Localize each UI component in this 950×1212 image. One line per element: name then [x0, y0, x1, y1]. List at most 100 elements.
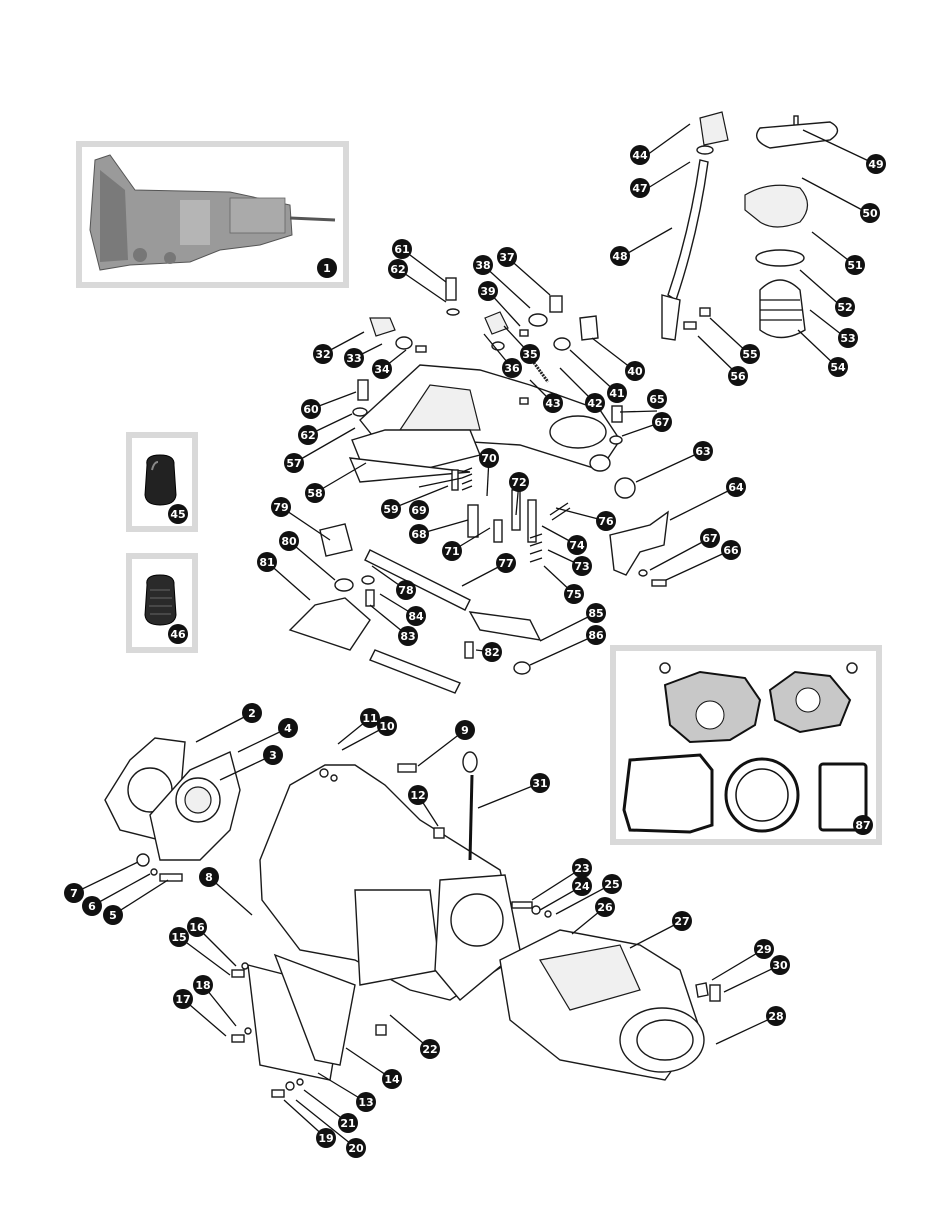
- callout-30: 30: [770, 955, 790, 975]
- svg-text:64: 64: [728, 481, 744, 494]
- svg-text:28: 28: [768, 1010, 783, 1023]
- callout-36: 36: [502, 358, 522, 378]
- svg-text:83: 83: [400, 630, 415, 643]
- callout-81: 81: [257, 552, 277, 572]
- callout-1: 1: [317, 258, 337, 278]
- callout-66: 66: [721, 540, 741, 560]
- svg-text:67: 67: [654, 416, 669, 429]
- svg-text:37: 37: [499, 251, 514, 264]
- svg-text:36: 36: [504, 362, 520, 375]
- svg-text:47: 47: [632, 182, 647, 195]
- svg-text:67: 67: [702, 532, 717, 545]
- callout-69: 69: [409, 500, 429, 520]
- svg-text:81: 81: [259, 556, 274, 569]
- svg-text:40: 40: [627, 365, 643, 378]
- svg-text:86: 86: [588, 629, 604, 642]
- svg-text:52: 52: [837, 301, 852, 314]
- callout-4: 4: [278, 718, 298, 738]
- svg-text:14: 14: [384, 1073, 400, 1086]
- svg-text:18: 18: [195, 979, 210, 992]
- callout-72: 72: [509, 472, 529, 492]
- callout-38: 38: [473, 255, 493, 275]
- svg-text:4: 4: [284, 722, 292, 735]
- svg-text:60: 60: [303, 403, 319, 416]
- svg-text:3: 3: [269, 749, 277, 762]
- svg-text:20: 20: [348, 1142, 364, 1155]
- callout-40: 40: [625, 361, 645, 381]
- callout-74: 74: [567, 535, 587, 555]
- callout-39: 39: [478, 281, 498, 301]
- svg-text:30: 30: [772, 959, 788, 972]
- svg-text:21: 21: [340, 1117, 355, 1130]
- gearbox-assembly-photo: [89, 154, 336, 271]
- svg-text:76: 76: [598, 515, 614, 528]
- callout-24: 24: [572, 876, 592, 896]
- svg-text:63: 63: [695, 445, 710, 458]
- callout-8: 8: [199, 867, 219, 887]
- svg-text:87: 87: [855, 819, 870, 832]
- callout-82: 82: [482, 642, 502, 662]
- svg-text:46: 46: [170, 628, 186, 641]
- callout-47: 47: [630, 178, 650, 198]
- svg-text:2: 2: [248, 707, 256, 720]
- svg-text:10: 10: [379, 720, 395, 733]
- callout-70: 70: [479, 448, 499, 468]
- callout-32: 32: [313, 344, 333, 364]
- svg-text:49: 49: [868, 158, 883, 171]
- svg-text:24: 24: [574, 880, 590, 893]
- callout-76: 76: [596, 511, 616, 531]
- callout-29: 29: [754, 939, 774, 959]
- svg-text:25: 25: [604, 878, 619, 891]
- svg-text:62: 62: [300, 429, 315, 442]
- svg-text:75: 75: [566, 588, 581, 601]
- svg-text:82: 82: [484, 646, 499, 659]
- svg-text:35: 35: [522, 348, 537, 361]
- callout-83: 83: [398, 626, 418, 646]
- callout-87: 87: [853, 815, 873, 835]
- callout-49: 49: [866, 154, 886, 174]
- svg-text:19: 19: [318, 1132, 333, 1145]
- callout-18: 18: [193, 975, 213, 995]
- callout-34: 34: [372, 359, 392, 379]
- leather-gear-knob-image: [144, 454, 177, 506]
- callout-41: 41: [607, 383, 627, 403]
- callout-80: 80: [279, 531, 299, 551]
- callout-75: 75: [564, 584, 584, 604]
- callout-22: 22: [420, 1039, 440, 1059]
- svg-text:66: 66: [723, 544, 739, 557]
- svg-text:59: 59: [383, 503, 398, 516]
- callout-3: 3: [263, 745, 283, 765]
- svg-text:22: 22: [422, 1043, 437, 1056]
- woven-gear-knob-image: [144, 574, 177, 626]
- callout-21: 21: [338, 1113, 358, 1133]
- svg-text:11: 11: [362, 712, 377, 725]
- svg-text:50: 50: [862, 207, 878, 220]
- svg-text:1: 1: [323, 262, 331, 275]
- callout-79: 79: [271, 497, 291, 517]
- svg-text:5: 5: [109, 909, 117, 922]
- callout-50: 50: [860, 203, 880, 223]
- callout-78: 78: [396, 580, 416, 600]
- callout-11: 11: [360, 708, 380, 728]
- svg-text:17: 17: [175, 993, 190, 1006]
- svg-text:9: 9: [461, 724, 469, 737]
- svg-text:13: 13: [358, 1096, 373, 1109]
- svg-text:58: 58: [307, 487, 322, 500]
- svg-text:79: 79: [273, 501, 288, 514]
- callout-9: 9: [455, 720, 475, 740]
- callout-23: 23: [572, 858, 592, 878]
- callout-13: 13: [356, 1092, 376, 1112]
- callout-28: 28: [766, 1006, 786, 1026]
- callout-44: 44: [630, 145, 650, 165]
- callout-16: 16: [187, 917, 207, 937]
- cover-fasteners: [352, 277, 667, 587]
- svg-text:54: 54: [830, 361, 846, 374]
- callout-58: 58: [305, 483, 325, 503]
- callout-59: 59: [381, 499, 401, 519]
- svg-text:7: 7: [70, 887, 78, 900]
- leader-lines: [73, 123, 874, 1149]
- callout-57: 57: [284, 453, 304, 473]
- callout-layer: 1 2 3 4 5 6 7 8 9 10 11 12 13 14 15 16 1…: [64, 145, 886, 1158]
- callout-37: 37: [497, 247, 517, 267]
- callout-35: 35: [520, 344, 540, 364]
